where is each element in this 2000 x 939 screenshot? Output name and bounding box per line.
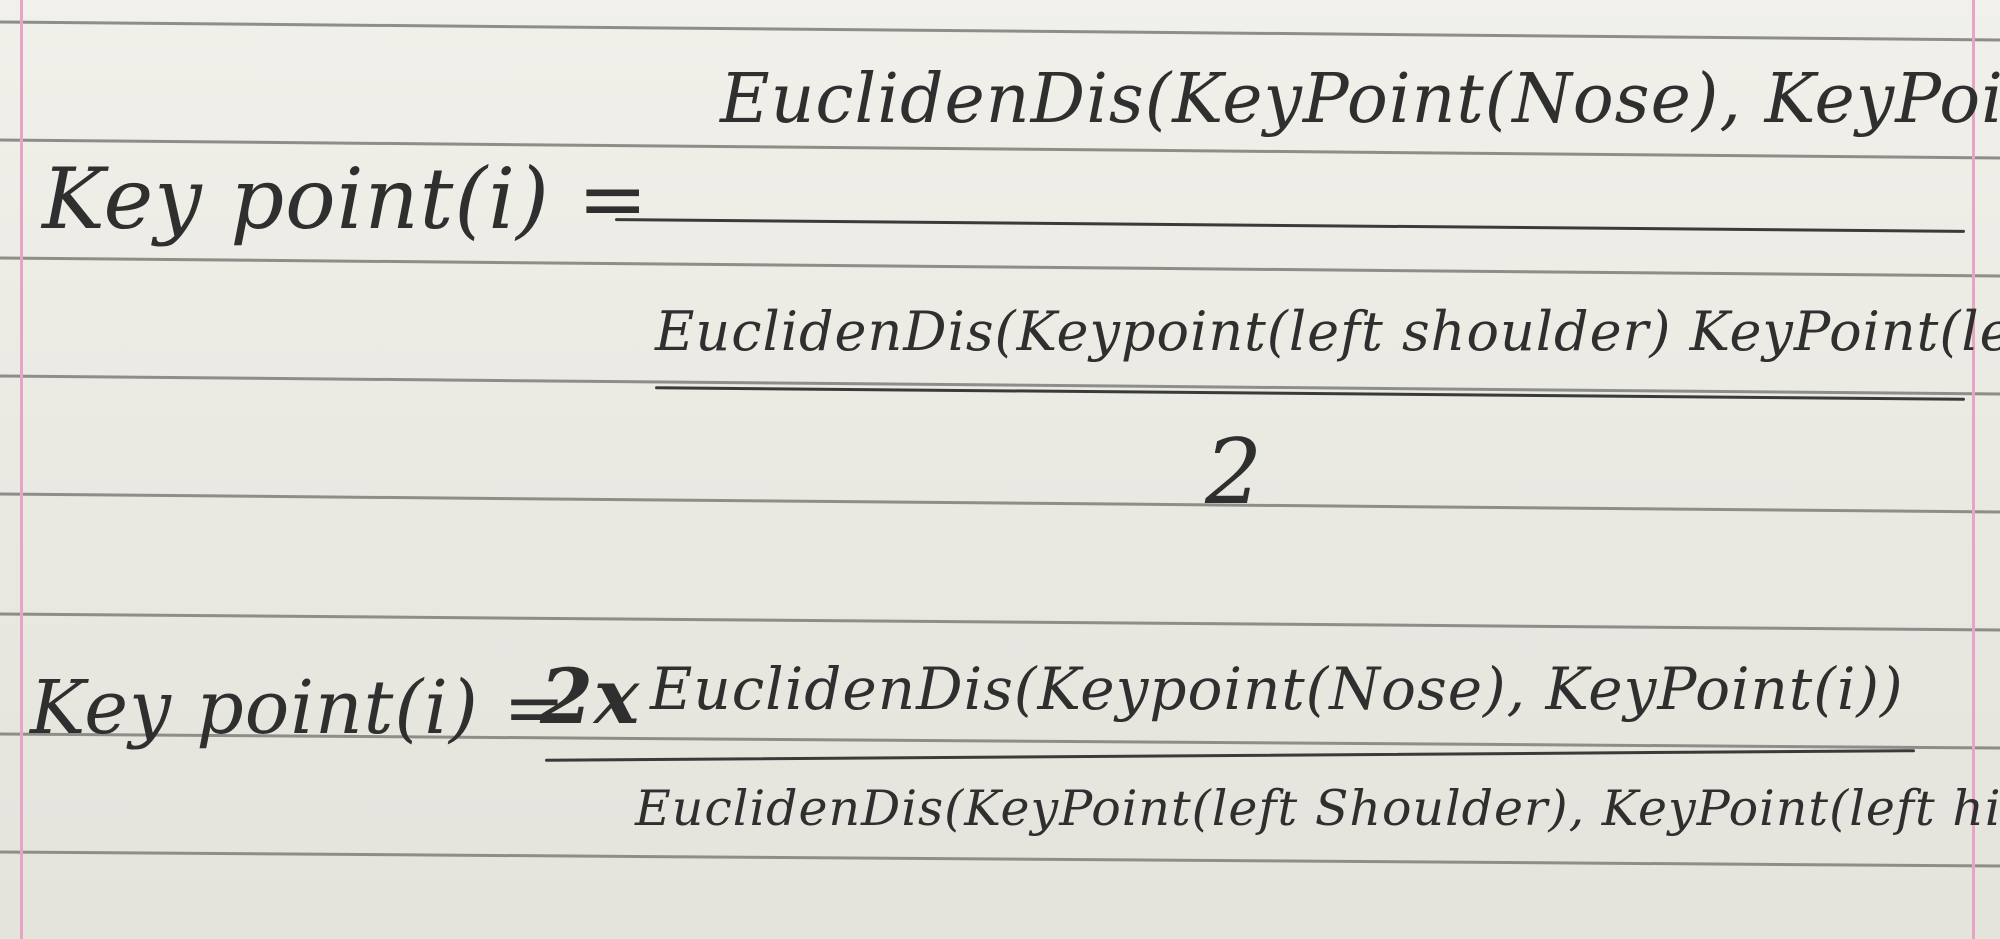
equation-1-divisor: 2: [1205, 420, 1264, 525]
equation-2-multiplier: 2x: [540, 652, 641, 741]
equation-1-denominator: EuclidenDis(Keypoint(left shoulder) KeyP…: [655, 300, 2000, 363]
equation-2-lhs: Key point(i) =: [30, 665, 567, 751]
equation-1-numerator: EuclidenDis(KeyPoint(Nose), KeyPoint(i)): [720, 60, 2000, 139]
equation-2-denominator: EuclidenDis(KeyPoint(left Shoulder), Key…: [635, 780, 2000, 837]
equation-1-lhs: Key point(i) =: [42, 150, 649, 248]
equation-2-numerator: EuclidenDis(Keypoint(Nose), KeyPoint(i)): [650, 655, 1904, 723]
margin-line-left: [20, 0, 23, 939]
margin-line-right: [1972, 0, 1975, 939]
